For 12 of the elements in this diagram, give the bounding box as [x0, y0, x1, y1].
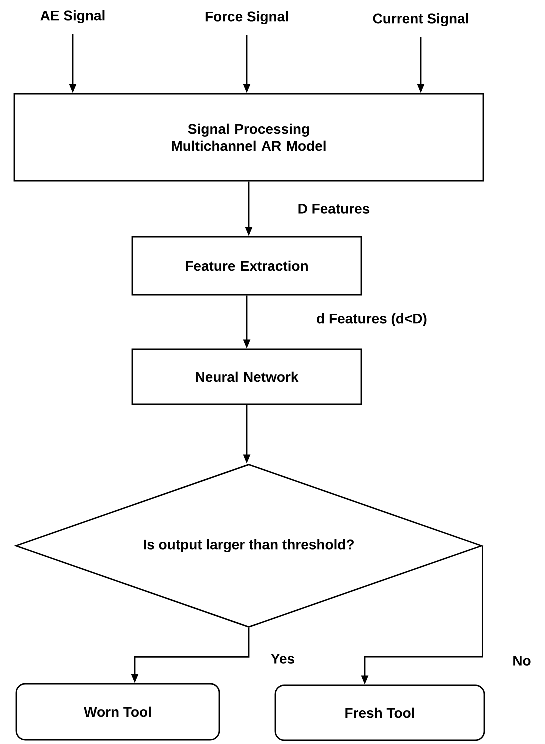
edge-label: No	[512, 655, 532, 667]
process-box: Neural Network	[132, 348, 362, 406]
input-label: AE Signal	[40, 10, 105, 24]
process-box: Signal Processing Multichannel AR Model	[14, 93, 484, 182]
edge-label: Yes	[270, 653, 296, 665]
input-label: Current Signal	[373, 13, 468, 27]
process-box: Feature Extraction	[132, 236, 362, 296]
edge-label: d Features (d<D)	[316, 312, 428, 328]
terminal-box: Worn Tool	[16, 683, 220, 741]
edge-label: D Features	[296, 203, 372, 215]
terminal-box: Fresh Tool	[274, 684, 486, 742]
input-label: Force Signal	[206, 11, 288, 25]
